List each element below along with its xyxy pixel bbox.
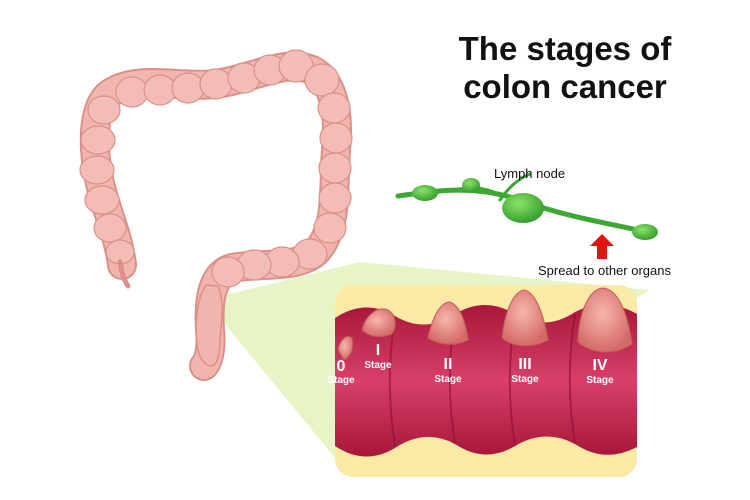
appendix (117, 259, 131, 289)
page-title: The stages of colon cancer (420, 30, 710, 106)
stage-0-numeral: 0 (336, 358, 346, 375)
title-line-2: colon cancer (463, 68, 667, 105)
stage-4-caption: Stage (586, 375, 614, 386)
colon-cross-section (335, 285, 637, 477)
lymph-node-label: Lymph node (494, 166, 566, 181)
lymph-node-small-left (412, 185, 438, 201)
stage-0-caption: Stage (327, 375, 355, 386)
stage-4-numeral: IV (592, 357, 608, 374)
stage-2-caption: Stage (434, 374, 462, 385)
spread-arrow (590, 234, 614, 259)
lymph-node-small-top (462, 178, 480, 192)
stage-3-numeral: III (518, 356, 532, 373)
rectum (195, 284, 223, 367)
lymph-node-right (632, 224, 658, 240)
tumor-stage-0 (337, 336, 354, 361)
lymph-network (395, 172, 658, 240)
tumor-stage-4 (577, 287, 633, 353)
tumor-stage-3 (501, 289, 549, 347)
stage-1-caption: Stage (364, 360, 392, 371)
stage-2-numeral: II (443, 356, 453, 373)
stage-3-caption: Stage (511, 374, 539, 385)
spread-label: Spread to other organs (538, 263, 671, 278)
title-line-1: The stages of (458, 30, 672, 67)
tumor-stage-2 (427, 301, 469, 345)
tumors (337, 287, 633, 361)
tumor-stage-1 (361, 308, 396, 338)
stage-1-numeral: I (375, 342, 381, 359)
lymph-node-large (502, 193, 544, 223)
colon-haustra (79, 49, 353, 288)
